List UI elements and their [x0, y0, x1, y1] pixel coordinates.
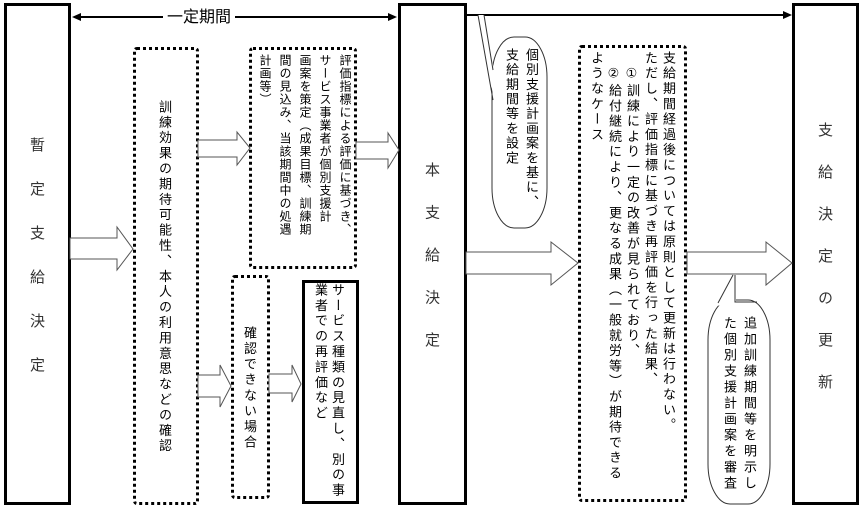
arrowhead-left-icon: [72, 13, 81, 21]
final-to-renewal-line: [466, 11, 792, 19]
text-column: 間の見込み、当該期間中の処遇: [278, 54, 292, 236]
callout-set-period-bubble: [477, 14, 548, 229]
arrow-post-period-to-renewal: [686, 240, 793, 287]
arrow-confirmation-to-plan: [197, 130, 251, 167]
text-column: ②給付継続により、更なる成果（一般就労等）が期待できる: [606, 51, 621, 482]
label-text: 本支給決定: [423, 162, 441, 375]
text-column: 訓練効果の期待可能性、本人の利用意思などの確認: [156, 100, 171, 455]
text-column: 画案を策定（成果目標、訓練期: [298, 54, 312, 236]
text-column: ようなケース: [588, 51, 603, 143]
renewal-label: 支給決定の更新: [815, 122, 835, 416]
plan-drafting-text: 評価指標による評価に基づき、 サービス事業者が個別支援計 画案を策定（成果目標、…: [255, 54, 355, 236]
text-column: た個別支援計画案を審査: [721, 316, 736, 492]
text-column: サービス事業者が個別支援計: [318, 54, 332, 223]
callout-set-period-text: 個別支援計画案を基に、 支給期間等を設定: [500, 48, 540, 210]
text-column: 支給期間等を設定: [503, 48, 518, 166]
arrowhead-right-icon: [783, 11, 792, 19]
arrow-confirmation-to-not-confirmed: [197, 364, 232, 408]
final-decision-label: 本支給決定: [422, 162, 442, 375]
arrowhead-right-icon: [388, 13, 397, 21]
text-column: 計画等）: [258, 54, 272, 106]
text-column: ただし、評価指標に基づき再評価を行った結果、: [642, 51, 657, 388]
label-text: 支給決定の更新: [816, 122, 834, 416]
arrow-not-confirmed-to-review: [268, 364, 302, 403]
post-period-text: 支給期間経過後については原則として更新は行わない。 ただし、評価指標に基づき再評…: [586, 51, 676, 481]
text-column: 業者での再評価など: [312, 283, 327, 422]
provisional-decision-box: [4, 3, 71, 505]
renewal-box: [792, 3, 859, 505]
period-label: 一定期間: [163, 7, 236, 27]
confirmation-box: [133, 47, 199, 505]
review-text: サービス種類の見直し、別の事 業者での再評価など: [311, 283, 345, 499]
text-column: 評価指標による評価に基づき、: [338, 54, 352, 236]
callout-review-plan-bubble: [707, 274, 771, 505]
callout-review-plan-text: 追加訓練期間等を明示し た個別支援計画案を審査: [718, 316, 758, 492]
review-box: [302, 280, 359, 504]
not-confirmed-text: 確認できない場合: [238, 326, 258, 451]
arrow-provisional-to-confirmation: [69, 225, 134, 272]
provisional-decision-label: 暫定支給決定: [27, 137, 47, 401]
text-column: 個別支援計画案を基に、: [523, 48, 538, 210]
text-column: 追加訓練期間等を明示し: [741, 316, 756, 492]
confirmation-text: 訓練効果の期待可能性、本人の利用意思などの確認: [153, 100, 173, 454]
text-column: ①訓練により一定の改善が見られており、: [624, 51, 639, 359]
label-text: 暫定支給決定: [28, 137, 46, 401]
post-period-box: [578, 45, 687, 502]
text-column: 支給期間経過後については原則として更新は行わない。: [660, 51, 675, 434]
arrow-plan-to-final: [355, 131, 400, 170]
text-column: サービス種類の見直し、別の事: [329, 283, 344, 499]
text-column: 確認できない場合: [241, 326, 256, 451]
plan-drafting-box: [249, 47, 357, 269]
arrow-final-to-post-period: [465, 240, 579, 287]
